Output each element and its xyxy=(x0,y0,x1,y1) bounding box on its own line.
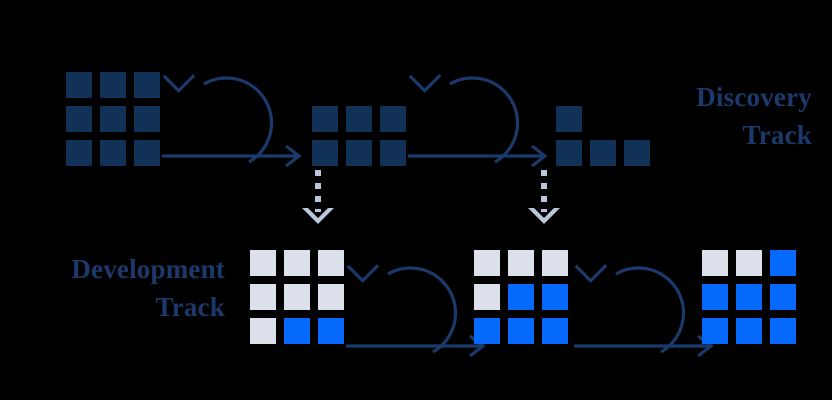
discovery-track-label-line1: Discovery xyxy=(696,82,812,112)
grid-cell xyxy=(66,140,92,166)
grid-cell xyxy=(318,318,344,344)
grid-cell xyxy=(474,284,500,310)
grid-cell xyxy=(284,284,310,310)
grid-cell xyxy=(100,140,126,166)
grid-cell xyxy=(100,106,126,132)
grid-cell xyxy=(284,250,310,276)
discovery-track-label: Discovery Track xyxy=(600,78,812,155)
grid-cell xyxy=(736,284,762,310)
grid-cell xyxy=(702,284,728,310)
grid-cell xyxy=(702,318,728,344)
grid-cell xyxy=(590,140,616,166)
grid-cell xyxy=(100,72,126,98)
grid-cell xyxy=(250,284,276,310)
development-track-label-line1: Development xyxy=(71,254,225,284)
grid-cell xyxy=(346,106,372,132)
grid-cell xyxy=(312,140,338,166)
grid-cell xyxy=(542,250,568,276)
discovery-stage-3-grid xyxy=(556,72,650,166)
discovery-track-label-line2: Track xyxy=(742,120,812,151)
grid-cell xyxy=(508,284,534,310)
development-track-label: Development Track xyxy=(10,250,225,327)
grid-cell xyxy=(474,318,500,344)
grid-cell xyxy=(66,106,92,132)
handoff-arrow-1-icon xyxy=(302,170,334,224)
grid-cell xyxy=(702,250,728,276)
grid-cell xyxy=(284,318,310,344)
grid-cell xyxy=(770,250,796,276)
grid-cell xyxy=(312,72,338,98)
development-track-label-line2: Track xyxy=(155,292,225,323)
grid-cell xyxy=(736,318,762,344)
grid-cell xyxy=(770,284,796,310)
grid-cell xyxy=(542,318,568,344)
grid-cell xyxy=(508,318,534,344)
handoff-arrow-2-icon xyxy=(528,170,560,224)
development-stage-2-grid xyxy=(474,250,568,344)
grid-cell xyxy=(380,106,406,132)
grid-cell xyxy=(318,250,344,276)
grid-cell xyxy=(134,106,160,132)
development-stage-3-grid xyxy=(702,250,796,344)
grid-cell xyxy=(312,106,338,132)
grid-cell xyxy=(346,140,372,166)
grid-cell xyxy=(770,318,796,344)
grid-cell xyxy=(542,284,568,310)
grid-cell xyxy=(318,284,344,310)
development-loop-2-icon xyxy=(574,264,714,358)
discovery-loop-2-icon xyxy=(408,74,548,168)
grid-cell xyxy=(134,140,160,166)
grid-cell xyxy=(624,140,650,166)
grid-cell xyxy=(556,106,582,132)
development-stage-1-grid xyxy=(250,250,344,344)
discovery-stage-1-grid xyxy=(66,72,160,166)
discovery-stage-2-grid xyxy=(312,72,406,166)
grid-cell xyxy=(380,72,406,98)
development-loop-1-icon xyxy=(346,264,486,358)
grid-cell xyxy=(556,72,582,98)
grid-cell xyxy=(508,250,534,276)
discovery-loop-1-icon xyxy=(162,74,302,168)
grid-cell xyxy=(474,250,500,276)
grid-cell xyxy=(250,250,276,276)
grid-cell xyxy=(134,72,160,98)
grid-cell xyxy=(346,72,372,98)
grid-cell xyxy=(66,72,92,98)
grid-cell xyxy=(736,250,762,276)
grid-cell xyxy=(250,318,276,344)
grid-cell xyxy=(556,140,582,166)
grid-cell xyxy=(380,140,406,166)
